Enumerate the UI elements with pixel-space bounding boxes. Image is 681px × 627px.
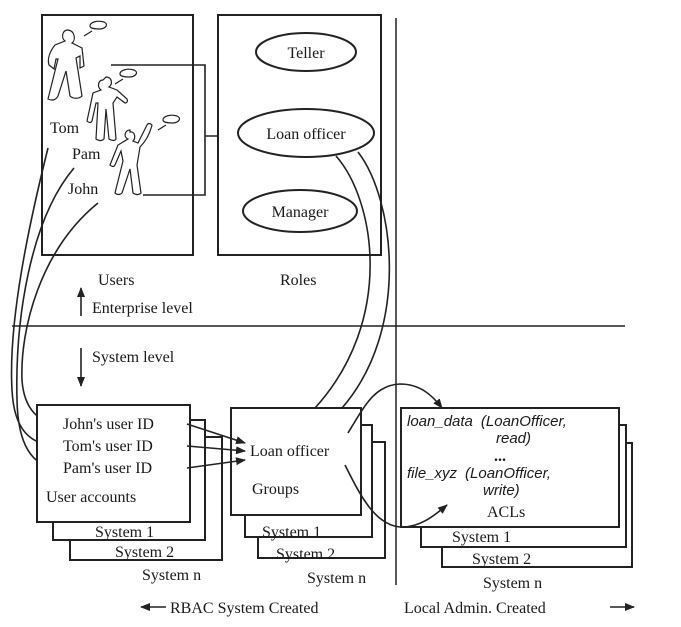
person-figures-icon [47, 20, 181, 196]
groups-label: Groups [252, 481, 299, 498]
local-admin-created-label: Local Admin. Created [404, 600, 546, 617]
enterprise-level-label: Enterprise level [92, 300, 193, 317]
group-loan-officer[interactable]: Loan officer [250, 443, 330, 460]
system-level-label: System level [92, 349, 175, 366]
user-id-tom[interactable]: Tom's user ID [63, 438, 153, 455]
users-label: Users [98, 272, 134, 289]
user-name-tom: Tom [50, 120, 80, 137]
acls-label: ACLs [487, 504, 525, 521]
role-teller-label: Teller [287, 45, 325, 62]
role-teller[interactable]: Teller [255, 32, 357, 72]
pam-to-group-arrow [186, 457, 246, 469]
acl-entry-loan-data-perm: read) [496, 430, 531, 447]
user-id-pam[interactable]: Pam's user ID [63, 460, 152, 477]
system-n-label: System n [142, 567, 201, 584]
rbac-created-label: RBAC System Created [170, 600, 318, 617]
tom-to-group-arrow [186, 445, 246, 455]
user-name-pam: Pam [72, 146, 101, 163]
pam-mapping-curve [16, 167, 75, 472]
system-1-label: System 1 [95, 524, 154, 541]
system-n-label: System n [307, 570, 366, 587]
system-1-label: System 1 [262, 524, 321, 541]
users-to-role-connector [111, 64, 206, 196]
acls-stack: loan_data (LoanOfficer, read) ... file_x… [400, 407, 633, 592]
role-to-group-curve-2 [341, 151, 391, 409]
group-to-acl-curve-1 [347, 383, 443, 434]
acl-entry-loan-data[interactable]: loan_data (LoanOfficer, [407, 413, 567, 430]
system-2-label: System 2 [115, 544, 174, 561]
group-to-acl-curve-2 [344, 464, 448, 528]
roles-label: Roles [280, 272, 316, 289]
tom-mapping-curve [10, 147, 59, 450]
acl-entry-file-xyz[interactable]: file_xyz (LoanOfficer, [407, 465, 551, 482]
john-to-group-arrow [186, 423, 246, 444]
system-2-label: System 2 [472, 551, 531, 568]
role-loan-officer-label: Loan officer [266, 126, 346, 143]
role-loan-officer[interactable]: Loan officer [237, 108, 375, 158]
role-manager-label: Manager [272, 204, 330, 221]
acl-entry-file-xyz-perm: write) [483, 482, 520, 499]
user-name-john: John [68, 181, 98, 198]
user-accounts-stack: John's user ID Tom's user ID Pam's user … [36, 404, 223, 584]
system-n-label: System n [483, 575, 542, 592]
system-1-label: System 1 [452, 529, 511, 546]
acl-ellipsis: ... [494, 448, 506, 465]
role-to-group-curve-1 [314, 155, 371, 409]
system-2-label: System 2 [276, 546, 335, 563]
user-accounts-label: User accounts [46, 489, 136, 506]
user-id-john[interactable]: John's user ID [63, 416, 154, 433]
role-manager[interactable]: Manager [242, 189, 358, 233]
